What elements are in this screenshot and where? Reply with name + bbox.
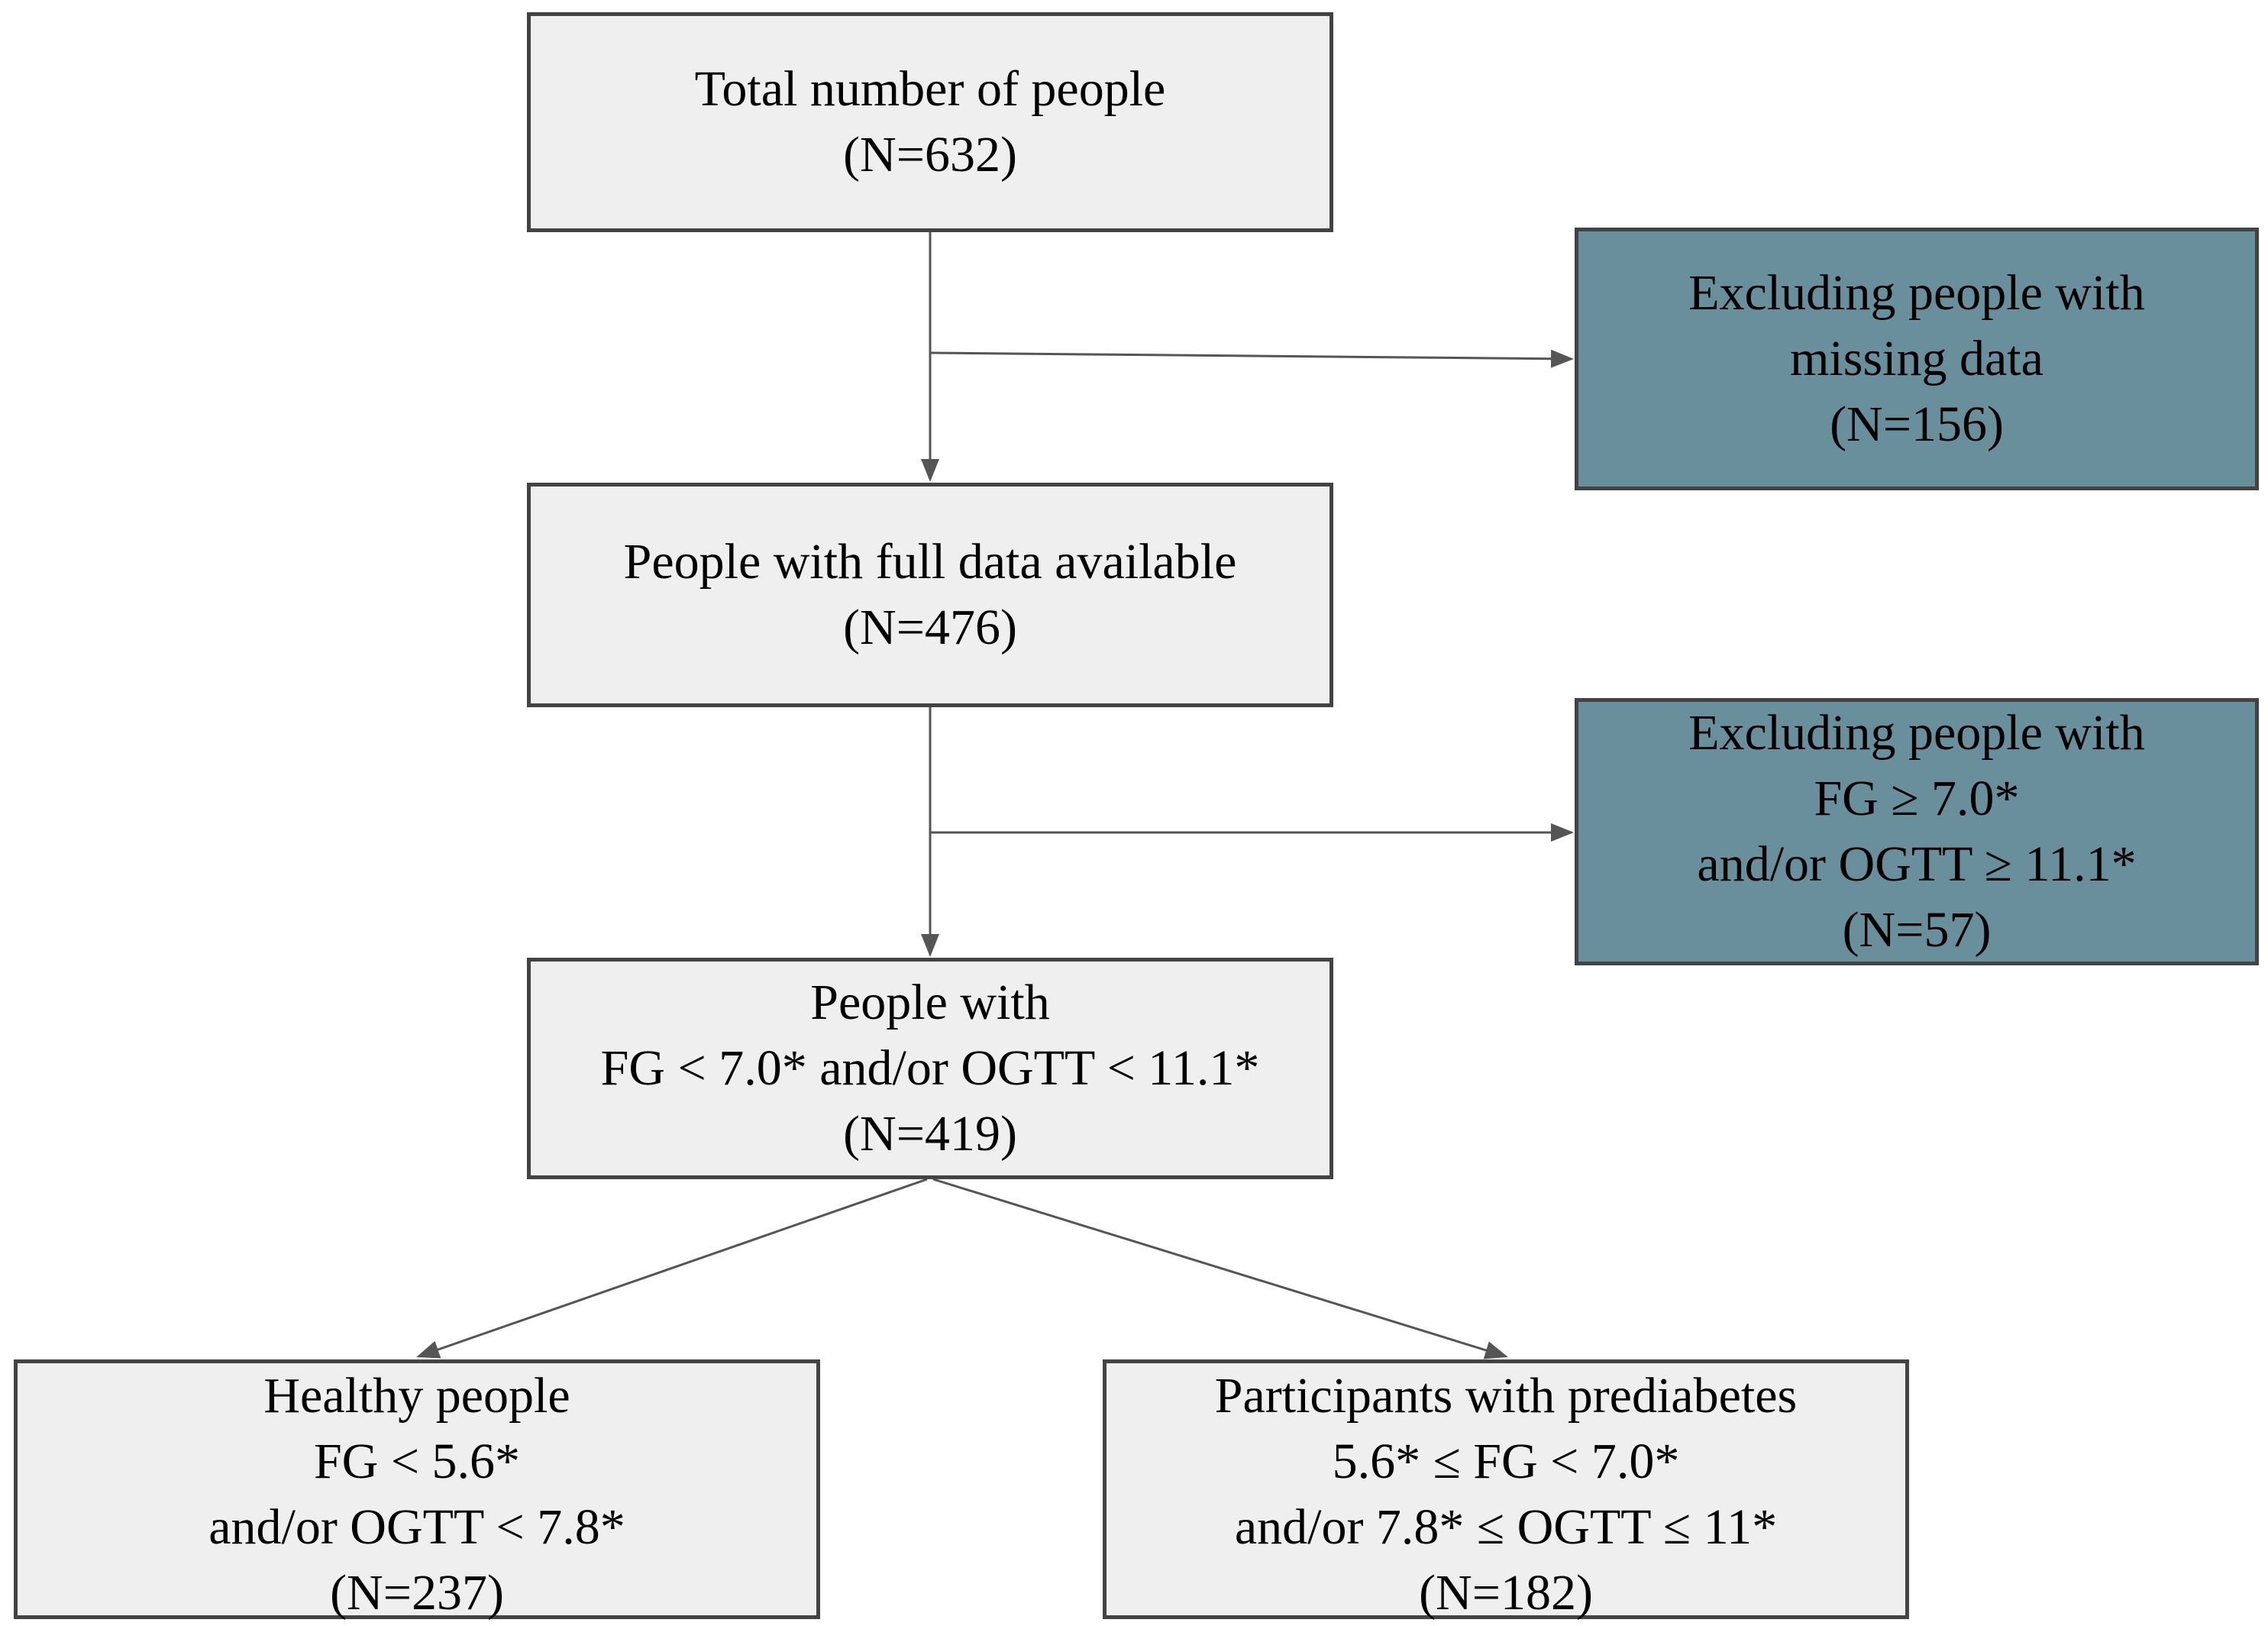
ogtt-exclusion-criterion: and/or OGTT ≥ 11.1* (1697, 836, 2137, 892)
arrow-to-healthy (416, 1178, 928, 1359)
prediabetes-count: (N=182) (1419, 1565, 1593, 1621)
below-threshold-box: People with FG < 7.0* and/or OGTT < 11.1… (527, 958, 1333, 1179)
healthy-ogtt-criterion: and/or OGTT < 7.8* (208, 1499, 625, 1555)
missing-data-exclusion-box: Excluding people with missing data (N=15… (1575, 228, 2259, 490)
healthy-label: Healthy people (263, 1368, 570, 1424)
total-people-label: Total number of people (694, 61, 1166, 117)
arrow-to-missing-exclusion (929, 349, 1574, 368)
missing-data-count: (N=156) (1830, 396, 2004, 452)
fg-exclusion-label: Excluding people with (1688, 705, 2145, 761)
prediabetes-ogtt-criterion: and/or 7.8* ≤ OGTT ≤ 11* (1234, 1499, 1778, 1555)
below-threshold-label: People with (810, 975, 1050, 1030)
prediabetes-label: Participants with prediabetes (1214, 1368, 1798, 1424)
missing-data-reason: missing data (1790, 331, 2043, 386)
full-data-count: (N=476) (843, 600, 1017, 655)
fg-exclusion-criterion: FG ≥ 7.0* (1814, 771, 2020, 826)
arrow-to-prediabetes (932, 1178, 1508, 1359)
healthy-fg-criterion: FG < 5.6* (313, 1434, 521, 1489)
full-data-box: People with full data available (N=476) (527, 483, 1333, 707)
prediabetes-fg-criterion: 5.6* ≤ FG < 7.0* (1332, 1434, 1680, 1489)
prediabetes-box: Participants with prediabetes 5.6* ≤ FG … (1103, 1359, 1909, 1621)
healthy-count: (N=237) (330, 1565, 504, 1621)
total-people-box: Total number of people (N=632) (527, 12, 1333, 232)
total-people-count: (N=632) (843, 127, 1017, 183)
below-threshold-count: (N=419) (843, 1106, 1017, 1162)
missing-data-label: Excluding people with (1688, 265, 2145, 321)
fg-exclusion-count: (N=57) (1842, 902, 1992, 958)
full-data-label: People with full data available (623, 534, 1237, 590)
below-threshold-criteria: FG < 7.0* and/or OGTT < 11.1* (600, 1040, 1260, 1096)
healthy-people-box: Healthy people FG < 5.6* and/or OGTT < 7… (14, 1359, 820, 1621)
fg-ogtt-exclusion-box: Excluding people with FG ≥ 7.0* and/or O… (1575, 698, 2259, 965)
